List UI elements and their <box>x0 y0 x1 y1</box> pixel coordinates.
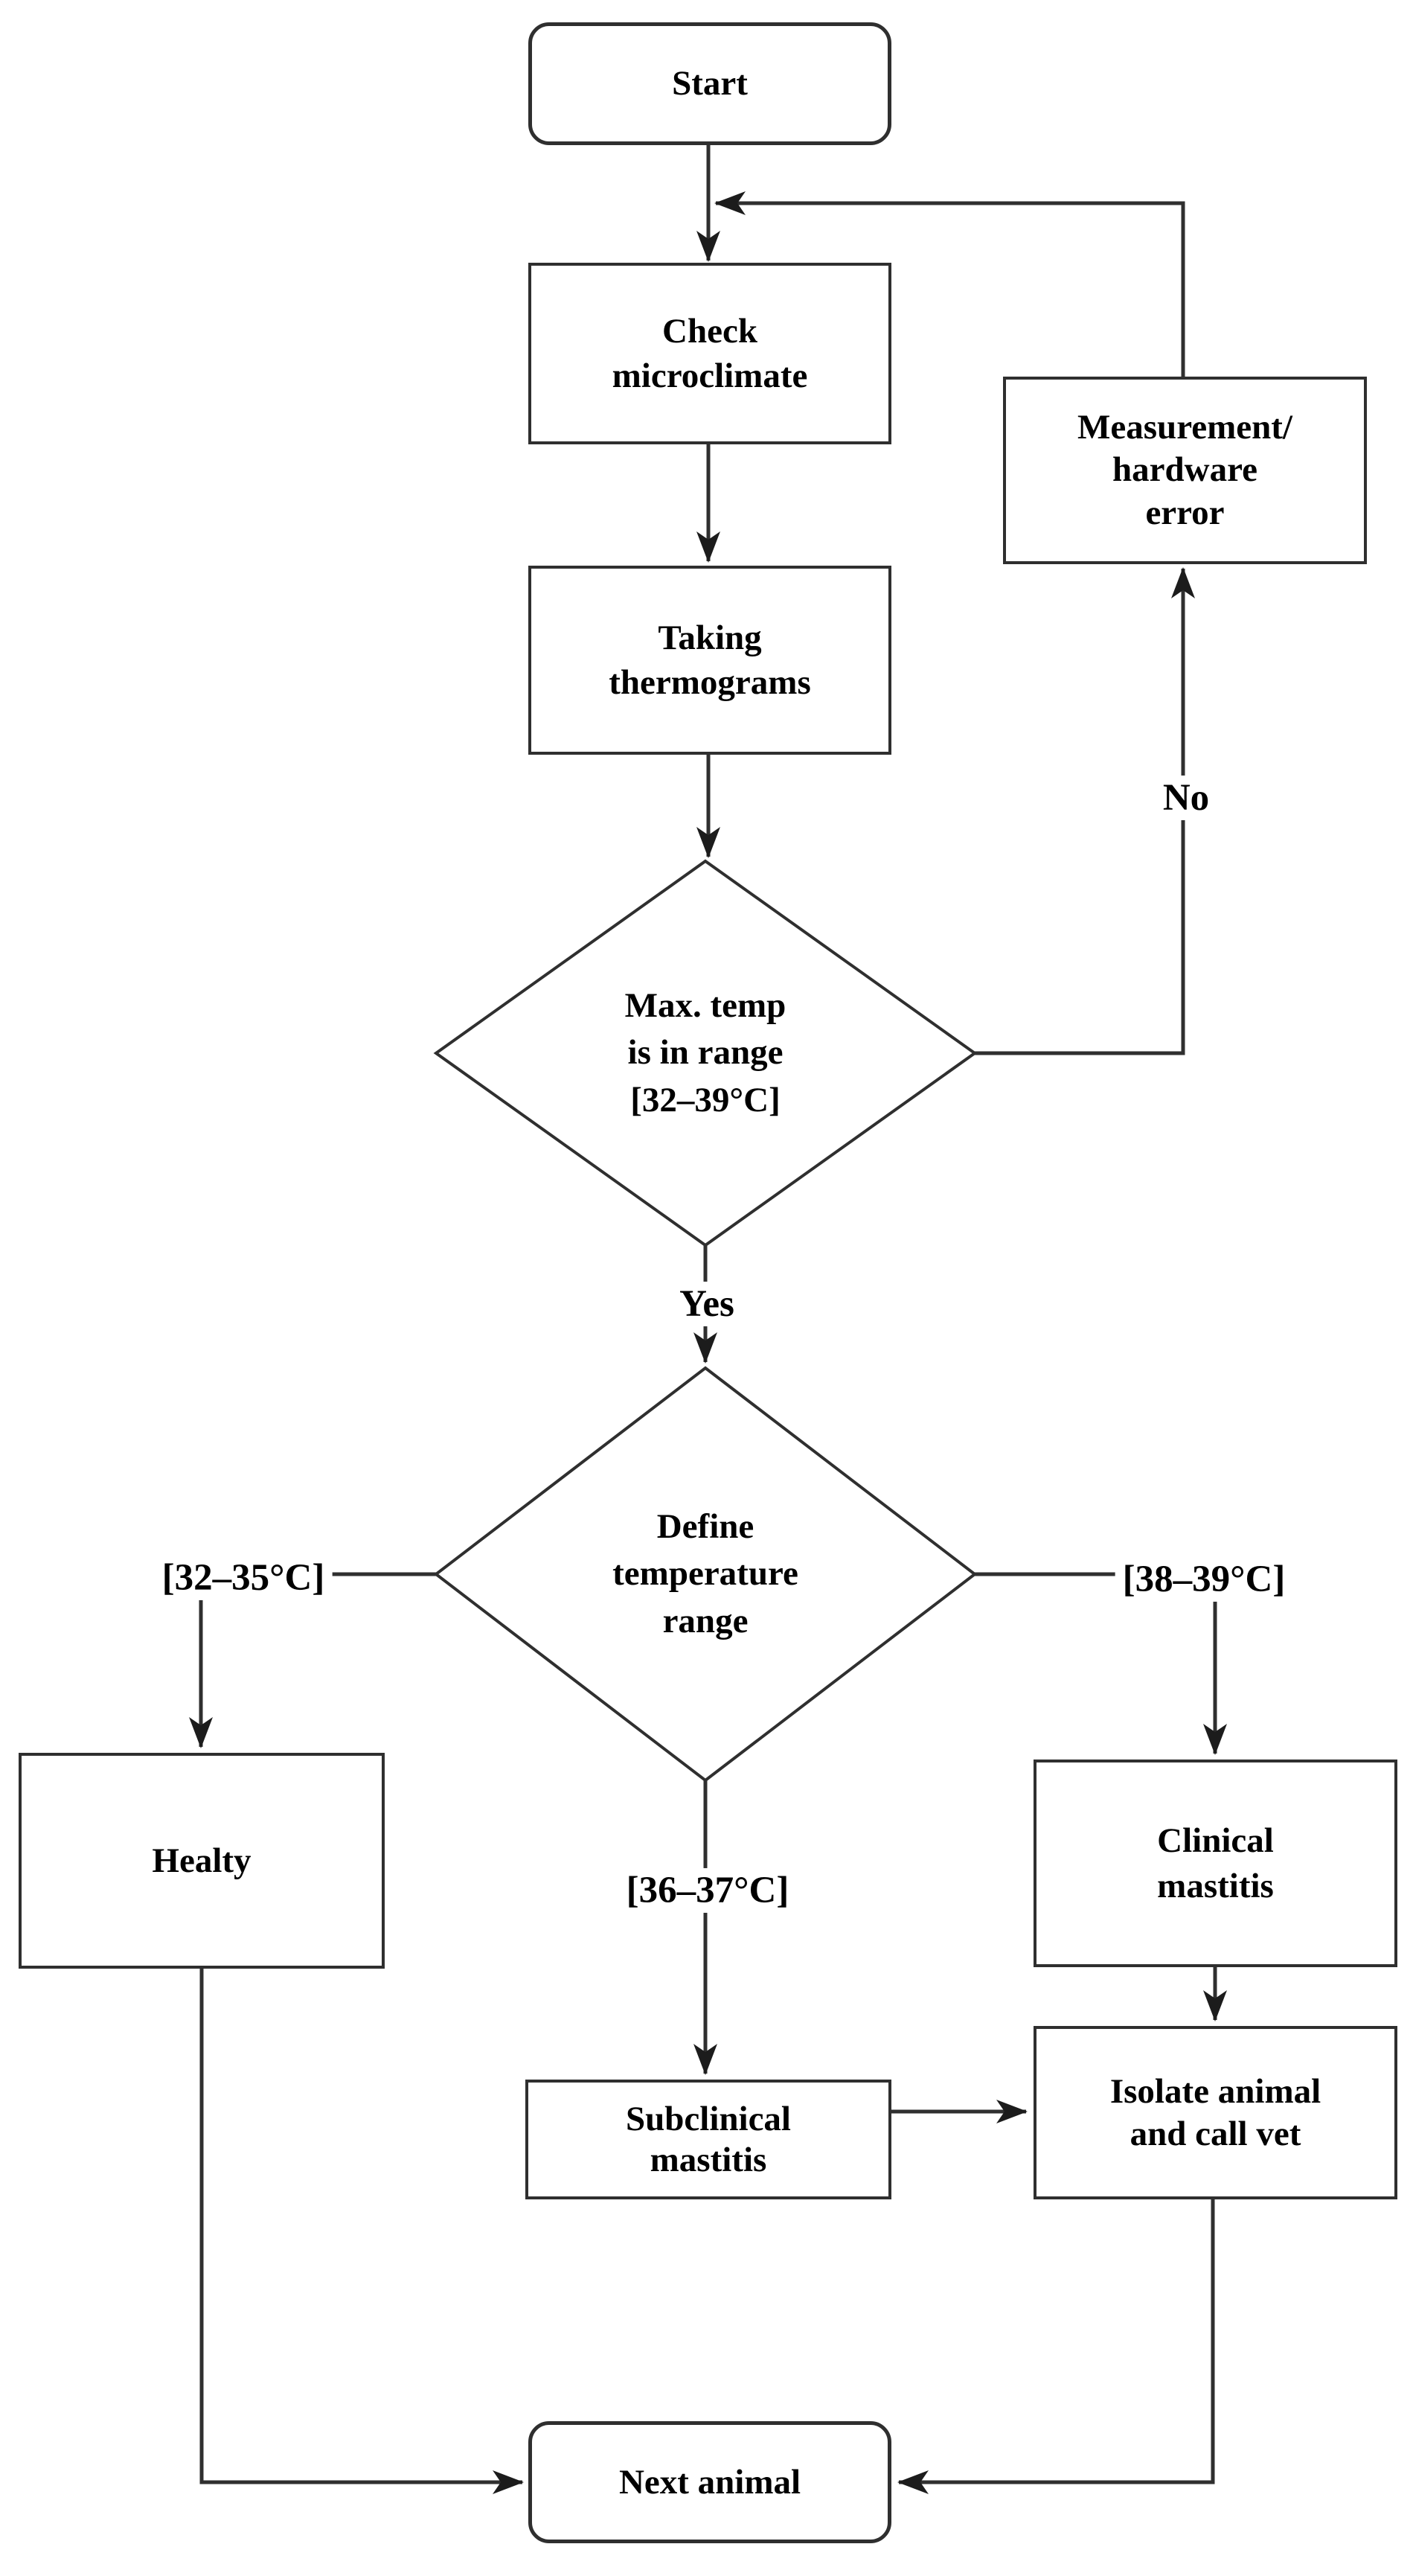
edge-no-to-error-box <box>975 567 1195 1055</box>
node-healty: Healty <box>19 1753 385 1969</box>
edge-label-no: No <box>1155 775 1217 821</box>
node-start: Start <box>528 22 891 145</box>
node-healty-label: Healty <box>152 1841 251 1880</box>
node-taking-thermograms-label: Taking thermograms <box>609 618 811 702</box>
edge-label-range-mid: [36–37°C] <box>618 1867 797 1914</box>
edge-isolate-to-next-animal <box>897 2199 1215 2494</box>
node-max-temp-in-range-label: Max. temp is in range [32–39°C] <box>624 985 786 1119</box>
node-check-microclimate-label: Check microclimate <box>612 311 808 395</box>
edge-label-yes: Yes <box>672 1281 742 1327</box>
node-start-label: Start <box>672 64 748 103</box>
edge-label-range-low: [32–35°C] <box>154 1555 333 1601</box>
node-subclinical-mastitis-label: Subclinical mastitis <box>625 2100 791 2179</box>
edge-label-range-high: [38–39°C] <box>1115 1556 1293 1602</box>
node-subclinical-mastitis: Subclinical mastitis <box>525 2080 891 2199</box>
node-taking-thermograms: Taking thermograms <box>528 566 891 755</box>
node-measurement-error: Measurement/ hardware error <box>1003 377 1367 564</box>
edge-error-box-to-main-line <box>714 191 1185 377</box>
node-isolate-animal: Isolate animal and call vet <box>1034 2026 1397 2199</box>
node-clinical-mastitis: Clinical mastitis <box>1034 1760 1397 1967</box>
edge-healty-to-next-animal <box>199 1969 524 2494</box>
node-next-animal-label: Next animal <box>618 2462 801 2502</box>
node-isolate-animal-label: Isolate animal and call vet <box>1109 2072 1321 2153</box>
node-define-temp-range-label: Define temperature range <box>612 1506 798 1640</box>
node-check-microclimate: Check microclimate <box>528 263 891 444</box>
node-clinical-mastitis-label: Clinical mastitis <box>1157 1821 1274 1905</box>
node-measurement-error-label: Measurement/ hardware error <box>1077 408 1292 532</box>
node-next-animal: Next animal <box>528 2421 891 2543</box>
